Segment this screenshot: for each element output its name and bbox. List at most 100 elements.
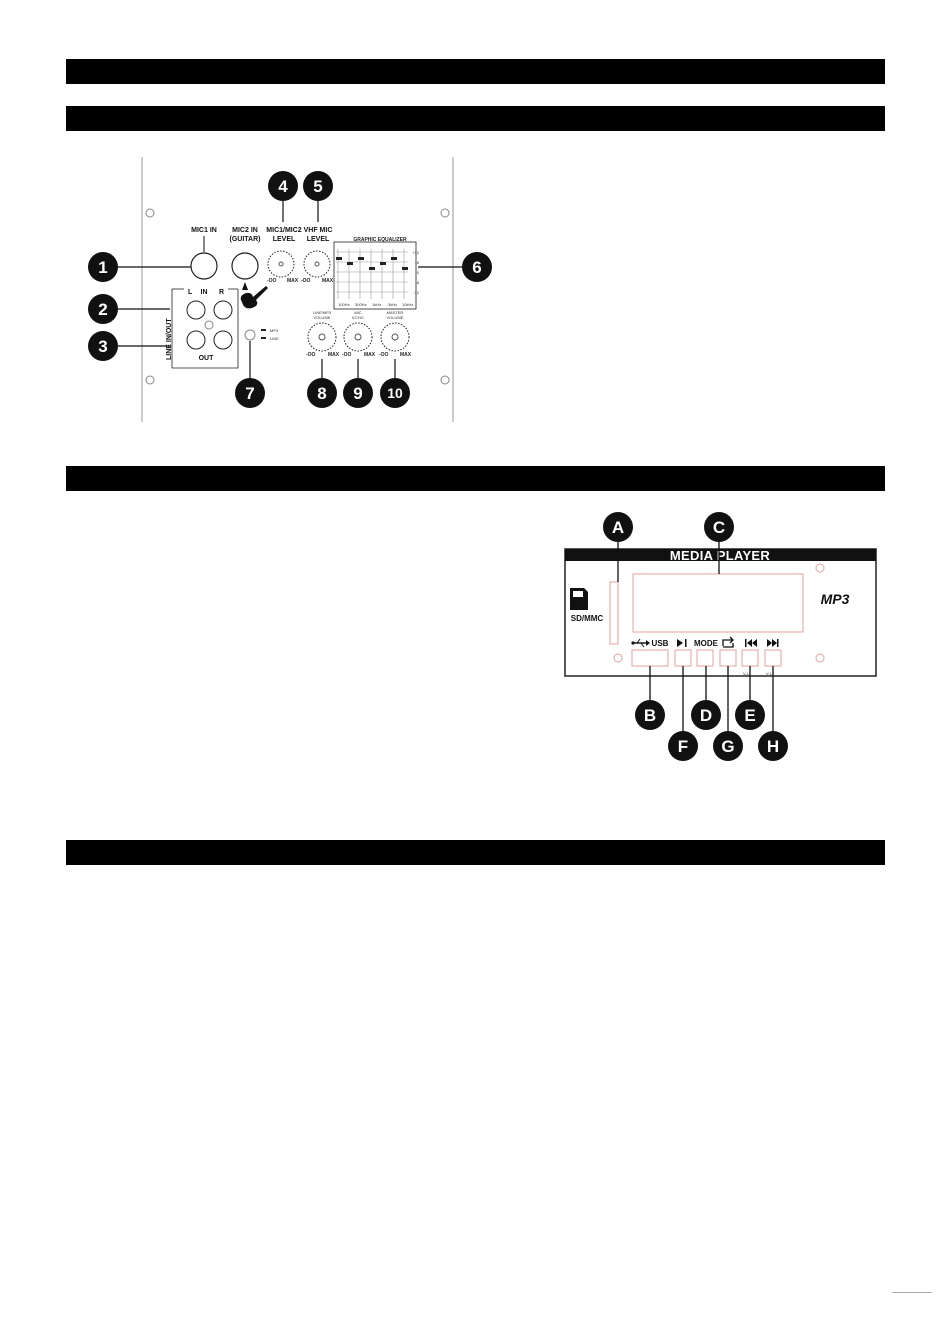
vhf-label-1: VHF MIC (304, 227, 333, 234)
section-header-bar-4 (66, 840, 885, 865)
media-player-title: MEDIA PLAYER (670, 548, 770, 563)
line-mp3-vol-label-2: VOLUME (314, 315, 331, 320)
line-l-label: L (188, 289, 193, 296)
callout-e: E (735, 700, 765, 730)
svg-text:D: D (700, 706, 712, 725)
callout-f: F (668, 731, 698, 761)
line-out-label: OUT (199, 355, 215, 362)
svg-text:10: 10 (387, 385, 403, 401)
master-volume-knob (380, 322, 410, 352)
mic2-guitar-label: (GUITAR) (230, 236, 261, 243)
knob-min-label: -OO (301, 278, 311, 284)
mic1-jack (190, 252, 218, 280)
mp3-line-selector (244, 329, 256, 341)
callout-2: 2 (88, 294, 118, 324)
line-mp3-volume-knob (307, 322, 337, 352)
knob-max-label: MAX (400, 352, 412, 358)
mp3-logo: MP3 (821, 591, 850, 607)
knob-min-label: -OO (342, 352, 352, 358)
callout-1: 1 (88, 252, 118, 282)
knob-max-label: MAX (322, 278, 334, 284)
knob-max-label: MAX (287, 278, 299, 284)
section-header-bar-1 (66, 59, 885, 84)
selector-line-label: LINE (270, 336, 279, 341)
callout-h: H (758, 731, 788, 761)
usb-port (631, 649, 669, 667)
svg-text:1: 1 (98, 258, 107, 277)
svg-text:9: 9 (353, 384, 362, 403)
selector-mp3-label: MP3 (270, 328, 279, 333)
eq-freq-label: 3kHz (388, 302, 397, 307)
vhf-level-knob (303, 250, 331, 278)
vhf-label-2: LEVEL (307, 236, 330, 243)
sd-mmc-label: SD/MMC (571, 614, 604, 623)
callout-7: 7 (235, 378, 265, 408)
line-in-label: IN (201, 289, 208, 296)
callout-3: 3 (88, 331, 118, 361)
callout-10: 10 (380, 378, 410, 408)
svg-text:A: A (612, 518, 624, 537)
master-vol-label-2: VOLUME (387, 315, 404, 320)
mode-button[interactable] (696, 649, 714, 667)
lcd-display (632, 573, 804, 633)
mic-echo-label-2: ECHO (352, 315, 364, 320)
mic2-in-label: MIC2 IN (232, 227, 258, 234)
knob-min-label: -OO (379, 352, 389, 358)
eq-scale-label: -6 (415, 280, 419, 285)
svg-text:5: 5 (313, 177, 322, 196)
callout-9: 9 (343, 378, 373, 408)
knob-min-label: -OO (306, 352, 316, 358)
previous-track-icon (745, 639, 757, 647)
callout-d: D (691, 700, 721, 730)
knob-min-label: -OO (267, 278, 277, 284)
sd-card-icon (570, 588, 588, 610)
repeat-button[interactable] (719, 649, 737, 667)
usb-label: USB (652, 639, 669, 648)
svg-text:7: 7 (245, 384, 254, 403)
previous-vol-down-button[interactable] (741, 649, 759, 667)
knob-max-label: MAX (364, 352, 376, 358)
line-inout-label: LINE IN/OUT (166, 318, 173, 360)
mic-echo-knob (343, 322, 373, 352)
svg-text:C: C (713, 518, 725, 537)
mic-level-label-2: LEVEL (273, 236, 296, 243)
mic1-in-label: MIC1 IN (191, 227, 217, 234)
eq-freq-label: 10kHz (402, 302, 413, 307)
line-in-out-block: L IN R OUT LINE IN/OUT (166, 288, 239, 369)
footer-rule (892, 1292, 932, 1293)
eq-title: GRAPHIC EQUALIZER (353, 237, 407, 243)
eq-freq-label: 300Hz (355, 302, 367, 307)
svg-text:F: F (678, 737, 688, 756)
callout-4: 4 (268, 171, 298, 201)
callout-b: B (635, 700, 665, 730)
mic2-jack (231, 252, 259, 280)
svg-text:B: B (644, 706, 656, 725)
svg-text:3: 3 (98, 337, 107, 356)
next-vol-up-button[interactable] (764, 649, 782, 667)
svg-text:G: G (721, 737, 734, 756)
callout-a: A (603, 512, 633, 542)
master-vol-label: MASTER (387, 310, 404, 315)
media-player-diagram: MEDIA PLAYER SD/MMC MP3 USB (564, 512, 877, 761)
callout-g: G (713, 731, 743, 761)
mic-echo-label: MIC (354, 310, 361, 315)
callout-6: 6 (462, 252, 492, 282)
svg-text:4: 4 (278, 177, 288, 196)
section-header-bar-2 (66, 106, 885, 131)
line-r-label: R (219, 289, 224, 296)
svg-text:6: 6 (472, 258, 481, 277)
callout-8: 8 (307, 378, 337, 408)
callout-c: C (704, 512, 734, 542)
guitar-icon (240, 286, 268, 309)
vol-plus-label: V-L+ (766, 671, 775, 676)
rear-panel-diagram: MIC1 IN MIC2 IN (GUITAR) MIC1/MIC2 LEVEL… (88, 157, 492, 422)
callout-5: 5 (303, 171, 333, 201)
vol-minus-label: V-L- (743, 671, 751, 676)
eq-scale-label: 0 (417, 270, 420, 275)
usb-icon (631, 638, 650, 648)
line-mp3-vol-label: LINE/MP3 (313, 310, 332, 315)
eq-scale-label: +12 (412, 250, 420, 255)
svg-text:E: E (744, 706, 755, 725)
graphic-equalizer: GRAPHIC EQUALIZER +12 +6 0 -6 -12 100 (333, 237, 420, 310)
play-pause-button[interactable] (674, 649, 692, 667)
